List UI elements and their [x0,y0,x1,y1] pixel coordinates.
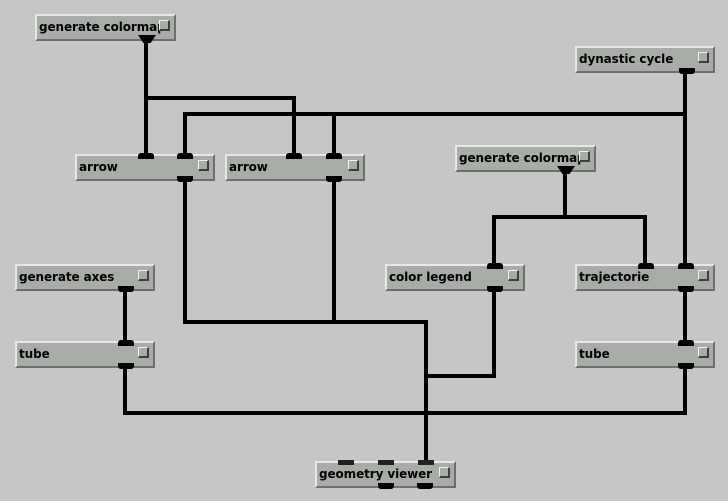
node-label: arrow [229,160,268,174]
input-port[interactable] [138,153,154,159]
node-label: dynastic cycle [579,52,674,66]
input-port[interactable] [487,263,503,269]
output-port[interactable] [417,483,433,489]
wire-cycle-arrow1 [183,74,687,154]
node-label: trajectorie [579,270,650,284]
node-dynastic-cycle[interactable]: dynastic cycle [575,46,715,74]
node-tube-1[interactable]: tube [15,340,155,369]
node-color-legend[interactable]: color legend [385,263,525,292]
node-label: generate axes [19,270,115,284]
node-label: generate colormap [39,20,166,34]
node-label: tube [19,347,50,361]
node-generate-axes[interactable]: generate axes [15,264,155,292]
node-label: tube [579,347,610,361]
input-port[interactable] [378,460,394,465]
node-toggle-checkbox[interactable] [138,270,149,281]
output-port[interactable] [378,483,394,489]
node-toggle-checkbox[interactable] [198,160,209,171]
output-port[interactable] [487,286,503,292]
input-port[interactable] [678,263,694,269]
input-port[interactable] [418,460,434,465]
input-port[interactable] [326,153,342,159]
wire-colormap1-arrow2 [144,96,296,154]
output-port[interactable] [326,176,342,182]
node-label: arrow [79,160,118,174]
node-toggle-checkbox[interactable] [508,270,519,281]
wire-arrow1-viewer [183,180,428,461]
node-label: geometry viewer [319,467,432,481]
output-port[interactable] [118,363,134,369]
node-toggle-checkbox[interactable] [698,52,709,63]
input-port[interactable] [678,340,694,346]
node-tube-2[interactable]: tube [575,340,715,369]
input-port[interactable] [177,153,193,159]
output-port[interactable] [138,35,156,43]
wire-colormap2-legend [492,215,647,264]
node-toggle-checkbox[interactable] [698,270,709,281]
wire-tubes-viewer [123,366,687,415]
node-toggle-checkbox[interactable] [579,151,590,162]
input-port[interactable] [286,153,302,159]
node-generate-colormap-1[interactable]: generate colormap [35,14,176,43]
output-port[interactable] [557,166,575,174]
node-trajectorie[interactable]: trajectorie [575,263,715,292]
node-arrow-2[interactable]: arrow [225,153,365,182]
output-port[interactable] [678,363,694,369]
node-arrow-1[interactable]: arrow [75,153,215,182]
input-port[interactable] [638,263,654,269]
output-port[interactable] [678,286,694,292]
node-generate-colormap-2[interactable]: generate colormap [455,145,596,174]
output-port[interactable] [679,68,695,74]
input-port[interactable] [118,340,134,346]
output-port[interactable] [118,286,134,292]
output-port[interactable] [177,176,193,182]
node-toggle-checkbox[interactable] [439,467,450,478]
node-geometry-viewer[interactable]: geometry viewer [315,460,456,489]
node-toggle-checkbox[interactable] [348,160,359,171]
node-label: generate colormap [459,151,586,165]
wire-legend-viewer [424,289,496,378]
node-toggle-checkbox[interactable] [159,20,170,31]
node-label: color legend [389,270,472,284]
input-port[interactable] [338,460,354,465]
node-toggle-checkbox[interactable] [698,347,709,358]
node-toggle-checkbox[interactable] [138,347,149,358]
